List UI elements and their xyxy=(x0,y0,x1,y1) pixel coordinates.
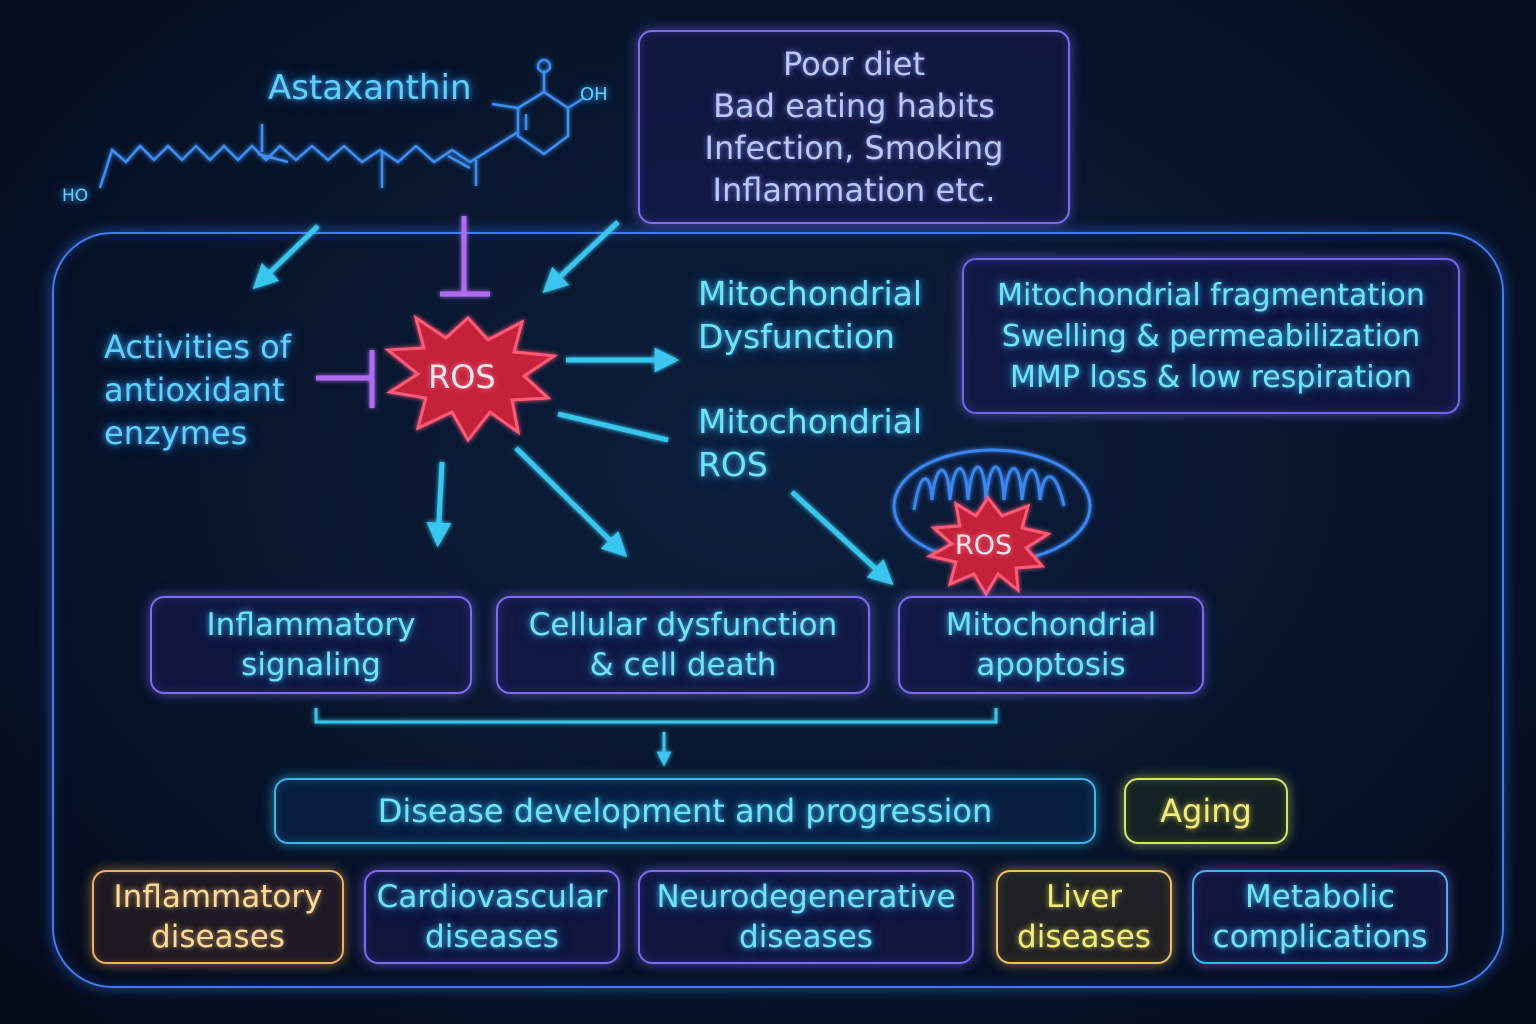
mito-ros-text: Mitochondrial ROS xyxy=(698,400,922,486)
disease-5-line-2: complications xyxy=(1212,919,1428,955)
outcome-2-line-1: Cellular dysfunction xyxy=(528,607,838,643)
disease-4-line-1: Liver xyxy=(1045,879,1123,915)
disease-inflammatory: Inflammatory diseases xyxy=(92,870,344,964)
mito-ros-burst-icon xyxy=(925,495,1052,597)
disease-3-line-1: Neurodegenerative xyxy=(656,879,956,915)
trigger-line-3: Infection, Smoking xyxy=(704,129,1004,167)
trigger-line-4: Inflammation etc. xyxy=(712,171,996,209)
ros-arrows xyxy=(426,347,894,586)
outcome-3-line-2: apoptosis xyxy=(976,647,1126,683)
oh-label: OH xyxy=(580,84,608,105)
mito-effect-2: Swelling & permeabilization xyxy=(1001,318,1421,354)
antioxidant-line-1: Activities of xyxy=(104,328,291,366)
trigger-line-2: Bad eating habits xyxy=(713,87,995,125)
arrow-triggers-to-ros xyxy=(542,220,620,294)
mito-dysfunction-text: Mitochondrial Dysfunction xyxy=(698,272,922,358)
disease-3-line-2: diseases xyxy=(739,919,873,955)
mito-effects-box: Mitochondrial fragmentation Swelling & p… xyxy=(962,258,1460,414)
mito-effect-3: MMP loss & low respiration xyxy=(1010,359,1412,395)
mito-ros-line-2: ROS xyxy=(698,445,768,484)
mito-dysfunction-line-1: Mitochondrial xyxy=(698,274,923,313)
antioxidant-text: Activities of antioxidant enzymes xyxy=(104,326,291,455)
disease-metabolic: Metabolic complications xyxy=(1192,870,1448,964)
inhibit-antioxidant-ros xyxy=(316,350,375,408)
inhibit-astaxanthin-ros xyxy=(440,216,490,297)
disease-cardiovascular: Cardiovascular diseases xyxy=(364,870,620,964)
outcome-1-line-1: Inflammatory xyxy=(206,607,416,643)
disease-1-line-2: diseases xyxy=(151,919,285,955)
disease-2-line-1: Cardiovascular xyxy=(376,879,608,915)
disease-liver: Liver diseases xyxy=(996,870,1172,964)
outcome-inflammatory-signaling: Inflammatory signaling xyxy=(150,596,472,694)
merge-bracket xyxy=(314,708,998,767)
outcome-3-line-1: Mitochondrial xyxy=(945,607,1157,643)
aging-label: Aging xyxy=(1160,792,1252,830)
mito-ros-burst-label: ROS xyxy=(955,530,1013,561)
disease-neurodegenerative: Neurodegenerative diseases xyxy=(638,870,974,964)
astaxanthin-structure-icon xyxy=(98,58,585,189)
disease-development-box: Disease development and progression xyxy=(274,778,1096,844)
astaxanthin-label: Astaxanthin xyxy=(268,68,472,108)
mito-dysfunction-line-2: Dysfunction xyxy=(698,317,895,356)
antioxidant-line-3: enzymes xyxy=(104,414,248,452)
antioxidant-line-2: antioxidant xyxy=(104,371,285,409)
mito-ros-line-1: Mitochondrial xyxy=(698,402,923,441)
ros-burst-icon xyxy=(383,314,559,443)
outcome-2-line-2: & cell death xyxy=(589,647,777,683)
cell-frame xyxy=(52,232,1504,988)
disease-1-line-1: Inflammatory xyxy=(113,879,323,915)
triggers-box: Poor diet Bad eating habits Infection, S… xyxy=(638,30,1070,224)
outcome-1-line-2: signaling xyxy=(241,647,381,683)
trigger-line-1: Poor diet xyxy=(782,45,926,83)
disease-development-label: Disease development and progression xyxy=(377,792,993,830)
mito-effect-1: Mitochondrial fragmentation xyxy=(997,277,1425,313)
arrow-to-antioxidant xyxy=(252,224,320,290)
outcome-mito-apoptosis: Mitochondrial apoptosis xyxy=(898,596,1204,694)
disease-4-line-2: diseases xyxy=(1017,919,1151,955)
aging-box: Aging xyxy=(1124,778,1288,844)
ho-label: HO xyxy=(62,186,89,206)
disease-2-line-2: diseases xyxy=(425,919,559,955)
outcome-cellular-dysfunction: Cellular dysfunction & cell death xyxy=(496,596,870,694)
disease-5-line-1: Metabolic xyxy=(1245,879,1395,915)
ros-label: ROS xyxy=(428,358,496,396)
